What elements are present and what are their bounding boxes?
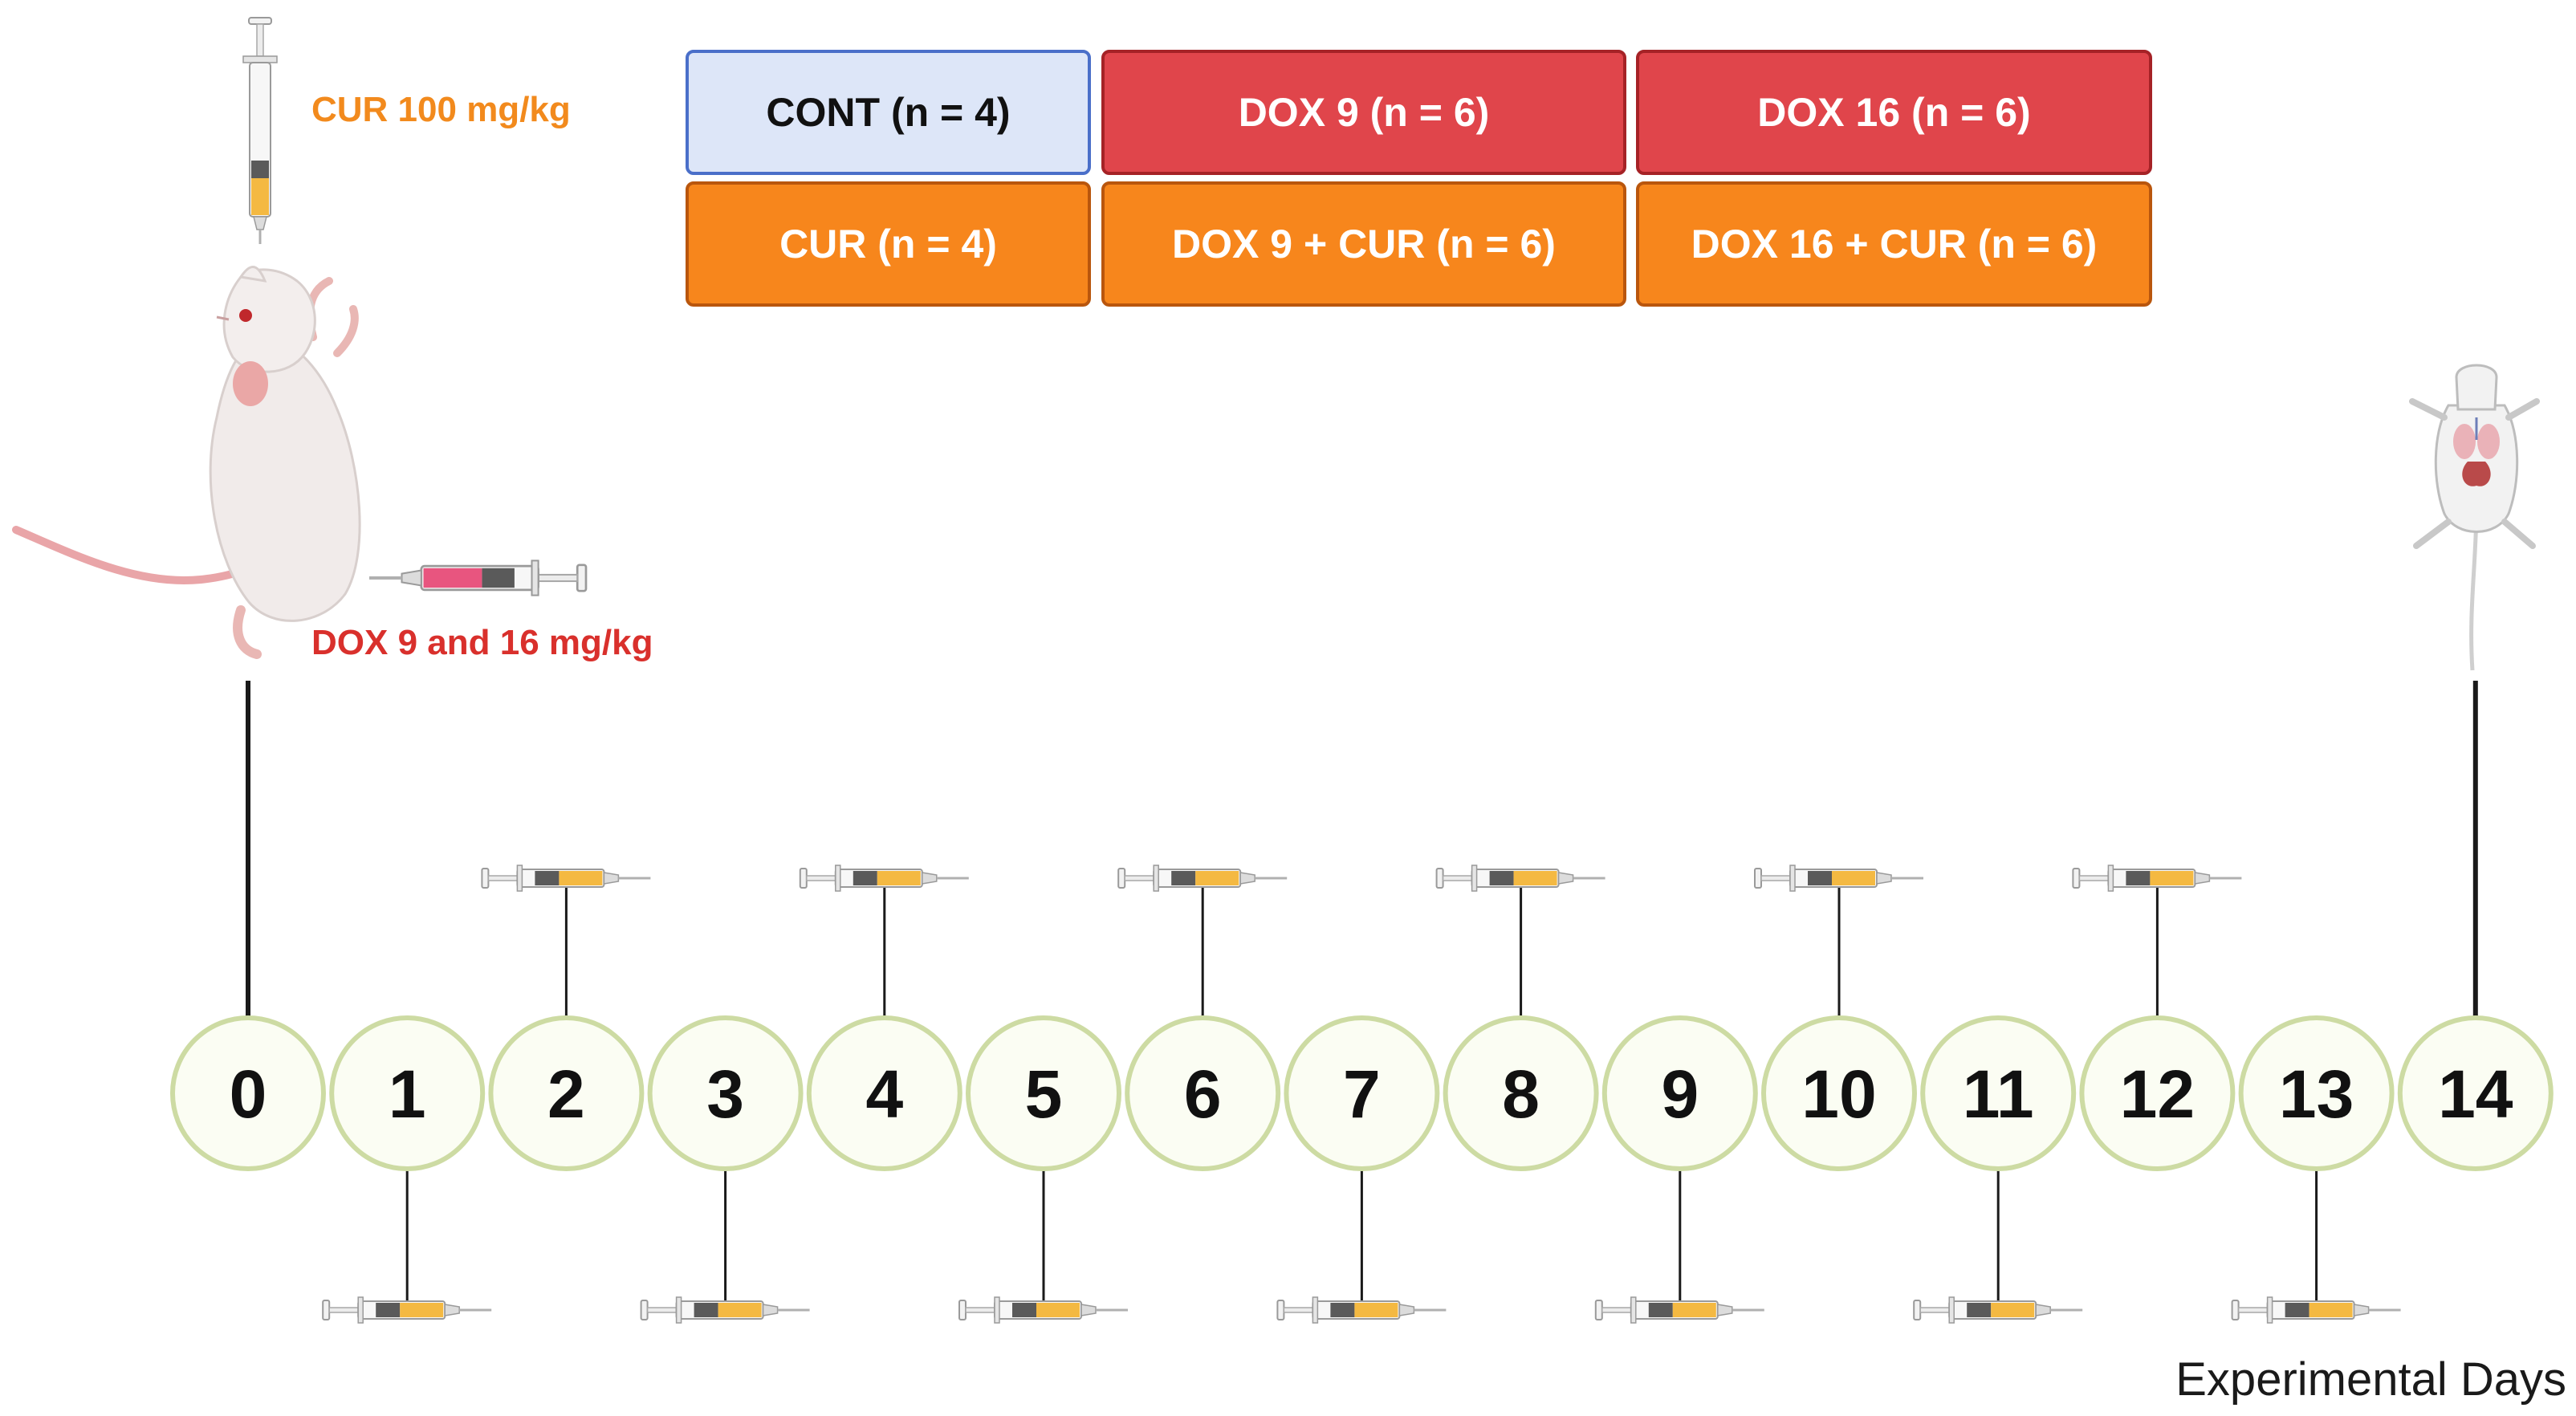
day-circle	[2079, 1015, 2236, 1171]
day-label: 13	[2279, 1056, 2354, 1132]
syringe-icon	[1912, 1296, 2084, 1324]
syringe-icon	[480, 864, 652, 893]
axis-title: Experimental Days	[2175, 1353, 2566, 1406]
day-circle	[1920, 1015, 2077, 1171]
day-label: 1	[389, 1056, 426, 1132]
day-label: 14	[2438, 1056, 2513, 1132]
day-label: 3	[706, 1056, 744, 1132]
day-circle	[1125, 1015, 1281, 1171]
syringe-icon	[799, 864, 971, 893]
syringe-icon	[1435, 864, 1607, 893]
day-label: 2	[547, 1056, 585, 1132]
day-label: 4	[865, 1056, 903, 1132]
group-dox16: DOX 16 (n = 6)	[1636, 50, 2152, 175]
syringe-icon	[958, 1296, 1129, 1324]
day-circle	[170, 1015, 326, 1171]
day-circle	[1284, 1015, 1440, 1171]
group-dox9-cur: DOX 9 + CUR (n = 6)	[1101, 181, 1626, 307]
group-cur: CUR (n = 4)	[686, 181, 1091, 307]
syringe-icon	[1753, 864, 1925, 893]
day-circle	[806, 1015, 962, 1171]
day-label: 0	[230, 1056, 267, 1132]
day-label: 6	[1184, 1056, 1222, 1132]
day-label: 8	[1502, 1056, 1540, 1132]
day-label: 9	[1661, 1056, 1699, 1132]
day-circle	[2238, 1015, 2395, 1171]
day-circle	[966, 1015, 1121, 1171]
syringe-icon	[321, 1296, 493, 1324]
syringe-icon	[242, 17, 278, 244]
day-circle	[1601, 1015, 1758, 1171]
day-circle	[329, 1015, 486, 1171]
syringe-icon	[1117, 864, 1288, 893]
cur-dose-label: CUR 100 mg/kg	[311, 90, 571, 129]
day-circle	[647, 1015, 804, 1171]
day-label: 5	[1025, 1056, 1063, 1132]
group-dox16-cur: DOX 16 + CUR (n = 6)	[1636, 181, 2152, 307]
day-label: 11	[1963, 1056, 2034, 1132]
day-circle	[1761, 1015, 1917, 1171]
group-dox9: DOX 9 (n = 6)	[1101, 50, 1626, 175]
day-circle	[488, 1015, 645, 1171]
dox-dose-label: DOX 9 and 16 mg/kg	[311, 623, 653, 662]
group-cont: CONT (n = 4)	[686, 50, 1091, 175]
syringe-icon	[2071, 864, 2243, 893]
day-label: 10	[1801, 1056, 1876, 1132]
day-circle	[1443, 1015, 1599, 1171]
day-label: 7	[1343, 1056, 1381, 1132]
syringe-icon	[640, 1296, 812, 1324]
syringe-icon	[1276, 1296, 1447, 1324]
syringe-icon	[2231, 1296, 2403, 1324]
syringe-icon	[368, 559, 588, 596]
day-circle	[2397, 1015, 2554, 1171]
syringe-icon	[1594, 1296, 1766, 1324]
dissected-rat-illustration	[2409, 364, 2540, 671]
rat-illustration	[12, 266, 361, 659]
day-label: 12	[2120, 1056, 2195, 1132]
